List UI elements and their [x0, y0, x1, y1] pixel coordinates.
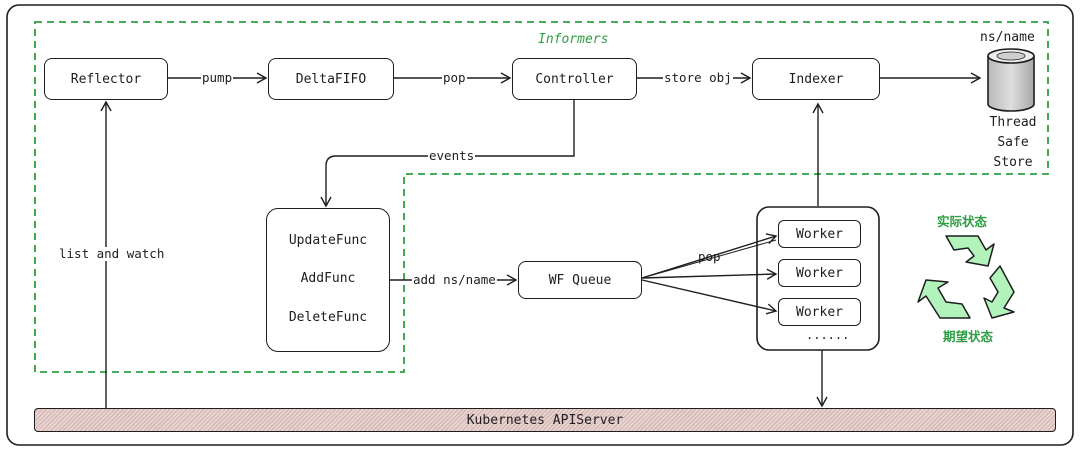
events-label: events	[428, 148, 476, 163]
update-func: UpdateFunc	[288, 233, 368, 248]
kubernetes-apiserver: Kubernetes APIServer	[34, 408, 1056, 432]
store-obj-label: store obj	[663, 70, 733, 85]
apiserver-label: Kubernetes APIServer	[466, 412, 624, 428]
ns-name-key: ns/name	[980, 30, 1035, 45]
pop-label: pop	[442, 70, 467, 85]
thread-safe-store-icon	[987, 48, 1035, 112]
edge-pop-worker-1b	[641, 239, 777, 279]
edge-events	[320, 100, 575, 208]
delete-func: DeleteFunc	[288, 310, 368, 325]
worker-2: Worker	[778, 259, 861, 287]
edge-pop-worker-1	[641, 233, 778, 279]
list-and-watch-label: list and watch	[58, 246, 166, 261]
informers-boundary	[34, 21, 1049, 373]
indexer-node: Indexer	[752, 58, 880, 100]
add-func: AddFunc	[300, 271, 356, 286]
controller-node: Controller	[512, 58, 637, 100]
edge-worker-2	[641, 268, 778, 280]
pump-label: pump	[201, 70, 234, 85]
actual-state-label: 实际状态	[937, 214, 988, 229]
recycle-icon	[917, 235, 1015, 319]
worker-3: Worker	[778, 298, 861, 326]
outer-frame	[6, 4, 1074, 446]
edge-worker-3	[641, 279, 778, 315]
informers-label: Informers	[538, 32, 609, 47]
event-handlers-box: UpdateFunc AddFunc DeleteFunc	[266, 208, 390, 352]
workers-group	[756, 206, 880, 351]
workers-more: ......	[806, 328, 850, 342]
worker-1: Worker	[778, 220, 861, 248]
pop-worker-label: pop	[698, 249, 721, 264]
desired-state-label: 期望状态	[943, 329, 994, 344]
add-ns-name-label: add ns/name	[412, 272, 497, 287]
reflector-node: Reflector	[44, 58, 168, 100]
wf-queue-node: WF Queue	[518, 261, 642, 299]
deltafifo-node: DeltaFIFO	[268, 58, 394, 100]
